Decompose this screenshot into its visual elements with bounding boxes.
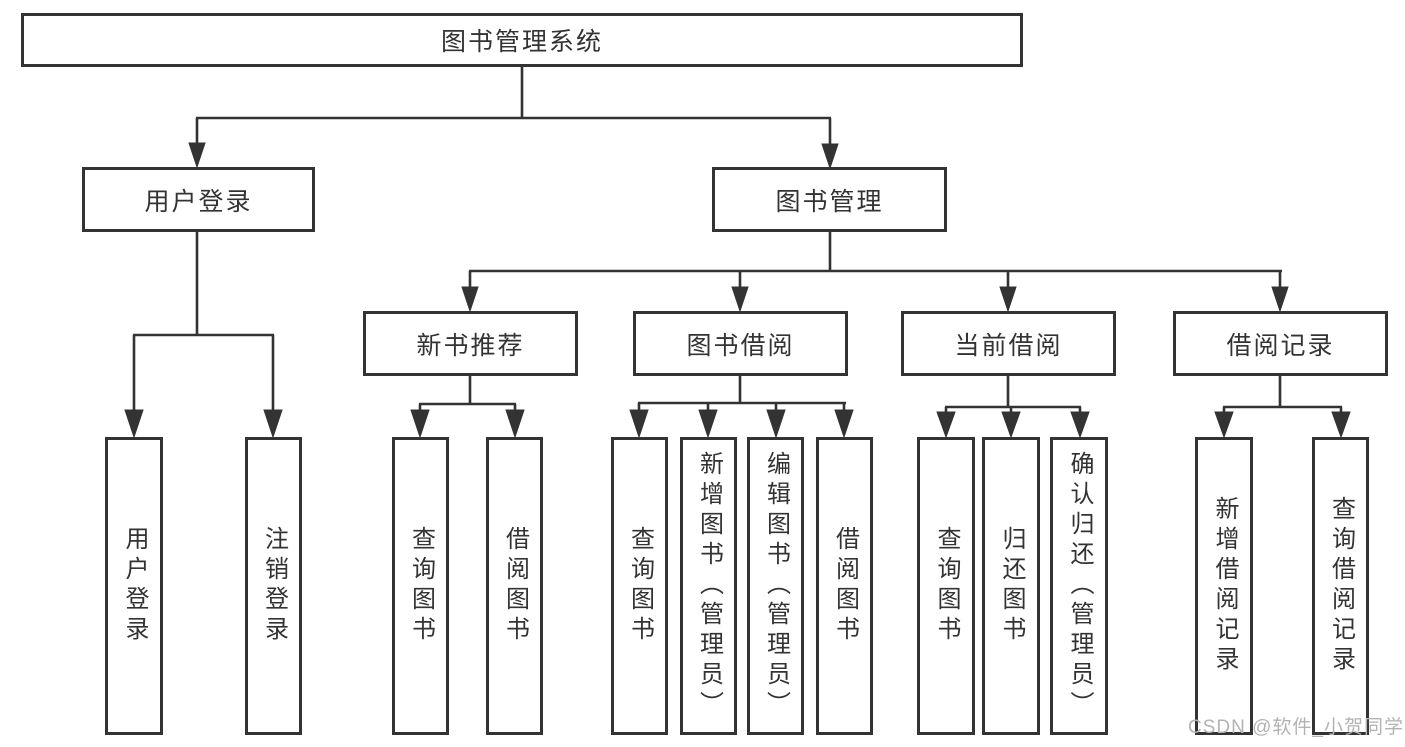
leaf-user-login-label: 用户登录: [121, 526, 148, 646]
connector-current-borrowing-children: [936, 375, 1090, 439]
leaf-query-books-newbook: 查询图书: [392, 437, 449, 735]
connector-book-management-children: [461, 232, 1289, 313]
node-user-login-label: 用户登录: [144, 187, 253, 216]
leaf-confirm-return-admin: 确认归还（管理员）: [1050, 437, 1108, 735]
leaf-edit-book-admin-label: 编辑图书（管理员）: [762, 451, 790, 721]
leaf-borrow-books-newbook: 借阅图书: [486, 437, 543, 735]
node-borrowing-records: 借阅记录: [1173, 311, 1388, 376]
leaf-logout: 注销登录: [245, 437, 302, 735]
leaf-query-books-current-label: 查询图书: [933, 526, 960, 646]
leaf-add-book-admin: 新增图书（管理员）: [680, 437, 737, 735]
leaf-user-login: 用户登录: [105, 437, 163, 735]
leaf-add-borrow-record: 新增借阅记录: [1195, 437, 1253, 735]
leaf-query-books-current: 查询图书: [917, 437, 975, 735]
connector-book-borrowing-children: [629, 376, 854, 439]
node-library-system: 图书管理系统: [21, 13, 1023, 67]
leaf-borrow-books-borrowing-label: 借阅图书: [831, 526, 859, 646]
node-book-management: 图书管理: [712, 167, 947, 232]
node-library-system-label: 图书管理系统: [440, 28, 603, 56]
node-new-book-recommendation: 新书推荐: [363, 311, 578, 376]
leaf-return-books: 归还图书: [982, 437, 1040, 735]
connector-new-book-children: [410, 376, 525, 439]
leaf-query-books-newbook-label: 查询图书: [407, 526, 435, 646]
leaf-query-books-borrowing: 查询图书: [611, 437, 668, 735]
leaf-edit-book-admin: 编辑图书（管理员）: [747, 437, 804, 735]
node-book-management-label: 图书管理: [775, 187, 884, 216]
node-book-borrowing: 图书借阅: [633, 311, 848, 376]
leaf-query-borrow-record-label: 查询借阅记录: [1327, 496, 1355, 676]
connector-root-to-level2: [188, 66, 839, 170]
leaf-logout-label: 注销登录: [260, 526, 288, 646]
connector-borrowing-records-children: [1214, 376, 1351, 439]
leaf-add-book-admin-label: 新增图书（管理员）: [695, 451, 723, 721]
node-user-login: 用户登录: [82, 167, 315, 232]
csdn-watermark: CSDN @软件_小贺同学: [1188, 717, 1404, 738]
leaf-query-borrow-record: 查询借阅记录: [1312, 437, 1369, 735]
node-book-borrowing-label: 图书借阅: [686, 331, 795, 360]
node-current-borrowing-label: 当前借阅: [954, 331, 1063, 360]
node-current-borrowing: 当前借阅: [901, 311, 1116, 376]
connector-user-login-children: [124, 232, 283, 439]
leaf-borrow-books-borrowing: 借阅图书: [816, 437, 873, 735]
leaf-confirm-return-admin-label: 确认归还（管理员）: [1066, 451, 1093, 721]
node-borrowing-records-label: 借阅记录: [1226, 331, 1335, 360]
leaf-add-borrow-record-label: 新增借阅记录: [1211, 496, 1238, 676]
leaf-return-books-label: 归还图书: [998, 526, 1025, 646]
leaf-query-books-borrowing-label: 查询图书: [626, 526, 654, 646]
leaf-borrow-books-newbook-label: 借阅图书: [501, 526, 529, 646]
node-new-book-recommendation-label: 新书推荐: [416, 331, 525, 360]
